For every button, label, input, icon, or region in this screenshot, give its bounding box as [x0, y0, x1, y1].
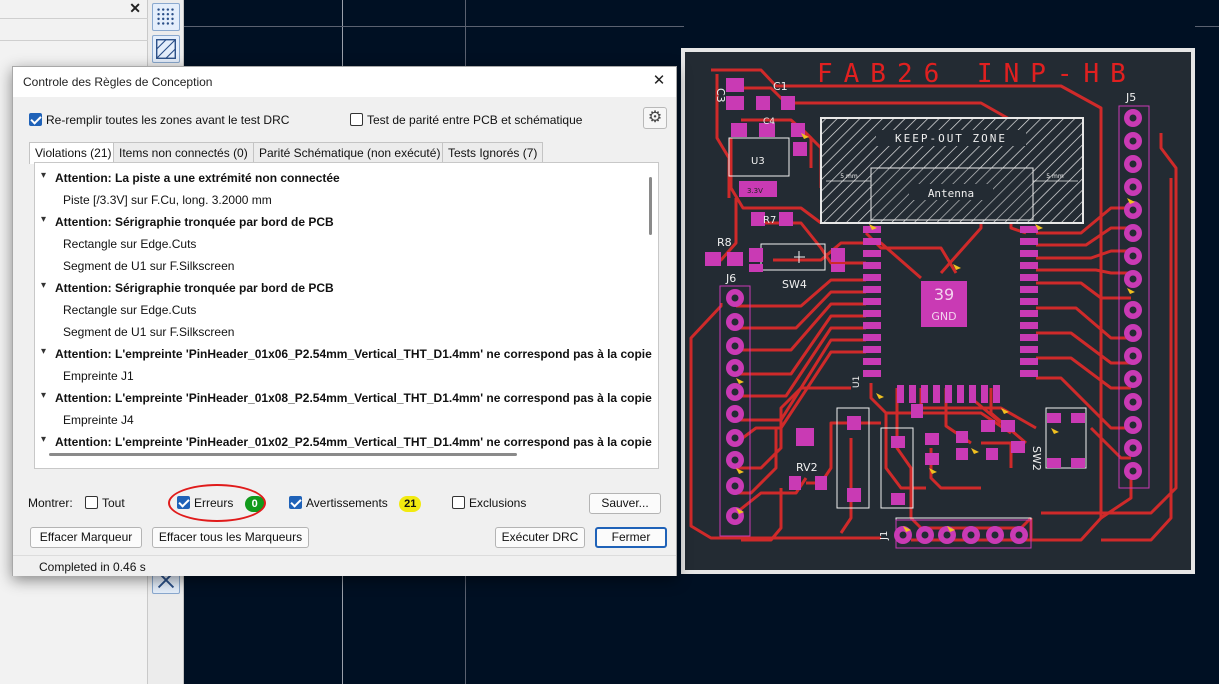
panel-divider: [0, 40, 148, 41]
violations-list[interactable]: ▾Attention: La piste a une extrémité non…: [34, 162, 659, 469]
parity-test-checkbox[interactable]: [350, 113, 363, 126]
u1-pads-bottom: [897, 385, 1000, 403]
u1-pads-right: [1020, 226, 1038, 377]
drc-warning-markers: [736, 133, 1135, 532]
show-label: Montrer:: [28, 496, 73, 510]
close-button[interactable]: Fermer: [595, 527, 667, 548]
status-bar: Completed in 0.46 s: [13, 555, 676, 576]
violation-row[interactable]: ▾Attention: Sérigraphie tronquée par bor…: [41, 280, 334, 295]
filter-warnings[interactable]: Avertissements 21: [289, 496, 422, 512]
clear-marker-button[interactable]: Effacer Marqueur: [30, 527, 142, 548]
filter-exclusions[interactable]: Exclusions: [452, 496, 526, 510]
vertical-scrollbar[interactable]: [649, 177, 652, 235]
gnd-pad: [921, 281, 967, 327]
clear-all-markers-button[interactable]: Effacer tous les Marqueurs: [152, 527, 309, 548]
panel-close-icon[interactable]: ✕: [129, 0, 141, 16]
gnd-pad-label: GND: [931, 310, 956, 323]
refill-zones-option[interactable]: Re-remplir toutes les zones avant le tes…: [29, 113, 289, 127]
pcb-board[interactable]: KEEP-OUT ZONE Antenna 5 mm 5 mm FAB26 IN…: [681, 48, 1195, 574]
ref-j1: J1: [879, 531, 890, 541]
j5-header: [1118, 105, 1150, 489]
ref-r8: R8: [717, 236, 732, 249]
parity-test-label: Test de parité entre PCB et schématique: [367, 113, 583, 127]
ref-3v3: 3.3V: [747, 187, 763, 195]
ref-rv2: RV2: [796, 461, 818, 474]
status-text: Completed in 0.46 s: [39, 560, 146, 574]
run-drc-button[interactable]: Exécuter DRC: [495, 527, 585, 548]
settings-button[interactable]: ⚙: [643, 107, 667, 129]
zone-hatch-icon[interactable]: [152, 35, 180, 63]
violation-item[interactable]: Segment de U1 sur F.Silkscreen: [63, 325, 235, 339]
filter-warnings-label: Avertissements: [306, 496, 388, 510]
dialog-titlebar[interactable]: Controle des Règles de Conception ✕: [13, 67, 676, 97]
violation-row[interactable]: ▾Attention: L'empreinte 'PinHeader_01x08…: [41, 390, 655, 405]
dimension-left: 5 mm: [840, 173, 858, 180]
drc-dialog: Controle des Règles de Conception ✕ Re-r…: [12, 66, 677, 576]
save-button[interactable]: Sauver...: [589, 493, 661, 514]
filter-all[interactable]: Tout: [85, 496, 125, 510]
copper-tracks: [689, 68, 1178, 542]
guide-line: [465, 0, 466, 66]
keepout-label: KEEP-OUT ZONE: [895, 132, 1007, 145]
ref-sw4: SW4: [782, 278, 807, 291]
panel-divider: [0, 18, 148, 19]
grid-dots-icon[interactable]: [152, 3, 180, 31]
ref-c1: C1: [773, 80, 788, 93]
filter-all-checkbox[interactable]: [85, 496, 98, 509]
ref-u3: U3: [751, 156, 765, 167]
ref-c4: C4: [763, 117, 775, 127]
violation-item[interactable]: Empreinte J1: [63, 369, 134, 383]
gnd-pad-number: 39: [934, 285, 954, 304]
antenna-label: Antenna: [928, 187, 974, 200]
dialog-title: Controle des Règles de Conception: [23, 75, 213, 89]
filter-exclusions-label: Exclusions: [469, 496, 527, 510]
ref-j5: J5: [1125, 91, 1136, 104]
violation-item[interactable]: Rectangle sur Edge.Cuts: [63, 237, 197, 251]
violation-item[interactable]: Segment de U1 sur F.Silkscreen: [63, 259, 235, 273]
tab-unconnected[interactable]: Items non connectés (0): [113, 142, 254, 163]
violation-item[interactable]: Piste [/3.3V] sur F.Cu, long. 3.2000 mm: [63, 193, 272, 207]
ref-sw2: SW2: [1030, 446, 1043, 471]
filter-warnings-checkbox[interactable]: [289, 496, 302, 509]
ref-u1: U1: [852, 376, 862, 388]
board-title: FAB26 INP-HB: [817, 59, 1137, 89]
tab-schematic-parity[interactable]: Parité Schématique (non exécuté): [253, 142, 447, 163]
violation-row[interactable]: ▾Attention: Sérigraphie tronquée par bor…: [41, 214, 334, 229]
filter-all-label: Tout: [102, 496, 125, 510]
ref-r7: R7: [763, 215, 776, 226]
refill-zones-label: Re-remplir toutes les zones avant le tes…: [46, 113, 290, 127]
filter-row: Montrer: Tout Erreurs 0 Avertissements 2…: [13, 492, 678, 516]
guide-line: [465, 576, 466, 684]
guide-line: [342, 0, 343, 66]
tab-ignored-tests[interactable]: Tests Ignorés (7): [442, 142, 544, 163]
violation-row[interactable]: ▾Attention: L'empreinte 'PinHeader_01x02…: [41, 434, 655, 449]
violation-row[interactable]: ▾Attention: La piste a une extrémité non…: [41, 170, 340, 185]
tab-violations[interactable]: Violations (21): [29, 142, 118, 164]
close-icon[interactable]: ✕: [652, 72, 666, 89]
guide-line: [184, 26, 684, 27]
violation-item[interactable]: Rectangle sur Edge.Cuts: [63, 303, 197, 317]
guide-line: [1195, 26, 1219, 27]
guide-line: [342, 576, 343, 684]
smd-pads: [705, 78, 1085, 505]
refill-zones-checkbox[interactable]: [29, 113, 42, 126]
violation-row[interactable]: ▾Attention: L'empreinte 'PinHeader_01x06…: [41, 346, 655, 361]
j6-header: [719, 285, 751, 537]
horizontal-scrollbar[interactable]: [49, 453, 517, 456]
annotation-circle: [168, 484, 266, 522]
filter-exclusions-checkbox[interactable]: [452, 496, 465, 509]
keepout-zone: [820, 117, 1084, 224]
warnings-count-badge: 21: [399, 496, 422, 512]
ref-c3: C3: [714, 88, 727, 103]
ref-j6: J6: [725, 272, 736, 285]
parity-test-option[interactable]: Test de parité entre PCB et schématique: [350, 113, 582, 127]
gear-icon: ⚙: [647, 109, 663, 126]
dimension-right: 5 mm: [1046, 173, 1064, 180]
violation-item[interactable]: Empreinte J4: [63, 413, 134, 427]
